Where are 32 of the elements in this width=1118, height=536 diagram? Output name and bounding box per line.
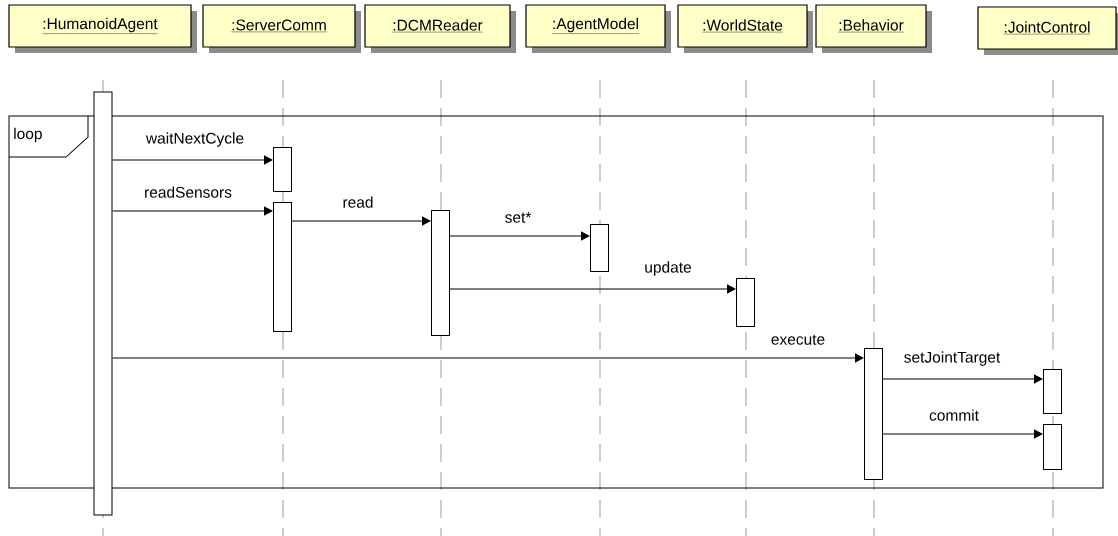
message-arrow bbox=[291, 216, 431, 226]
activation-bar bbox=[590, 224, 609, 272]
object-box: :Behavior bbox=[815, 4, 932, 53]
edge-label: set* bbox=[505, 212, 532, 223]
message-arrow bbox=[882, 429, 1043, 439]
message-arrow bbox=[112, 206, 273, 216]
activation-bar bbox=[273, 147, 292, 192]
edge-label: execute bbox=[771, 334, 825, 345]
activation-bar bbox=[864, 348, 883, 480]
activation-bar bbox=[1043, 424, 1062, 470]
activation-bar bbox=[1043, 369, 1062, 414]
edge-label: commit bbox=[929, 409, 979, 421]
activation-bar bbox=[431, 210, 450, 336]
message-arrow bbox=[449, 231, 590, 241]
edge-label: update bbox=[645, 261, 691, 276]
object-box: :HumanoidAgent bbox=[8, 4, 197, 53]
object-box: :AgentModel bbox=[525, 4, 671, 53]
object-box: :DCMReader bbox=[364, 4, 516, 53]
activation-bar bbox=[93, 91, 113, 516]
edge-label: readSensors bbox=[145, 186, 232, 198]
message-arrow bbox=[882, 374, 1043, 384]
edge-label: read bbox=[343, 196, 373, 208]
object-box: :WorldState bbox=[677, 4, 813, 53]
edge-label: waitNextCycle bbox=[145, 132, 244, 147]
message-arrow bbox=[112, 155, 273, 165]
activation-bar bbox=[273, 202, 292, 332]
object-box: :JointControl bbox=[977, 6, 1118, 55]
edge-label: setJointTarget bbox=[904, 351, 1001, 366]
message-arrow bbox=[449, 284, 736, 294]
activation-bar bbox=[736, 278, 755, 327]
object-box: :ServerComm bbox=[202, 4, 361, 53]
message-arrow bbox=[112, 353, 864, 363]
